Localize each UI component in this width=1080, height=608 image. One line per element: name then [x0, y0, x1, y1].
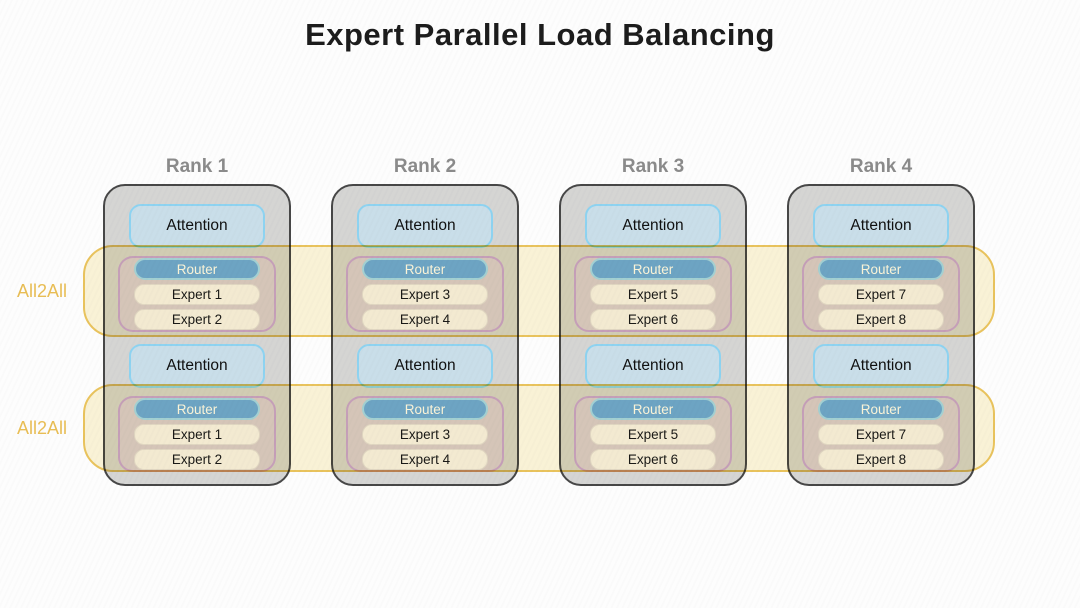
rank-label: Rank 3	[621, 156, 685, 177]
rank-label: Rank 2	[393, 156, 457, 177]
attention-block: Attention	[129, 344, 265, 388]
attention-block: Attention	[813, 344, 949, 388]
attention-block: Attention	[129, 204, 265, 248]
attention-block: Attention	[585, 204, 721, 248]
diagram-title: Expert Parallel Load Balancing	[305, 17, 775, 52]
all2all-label: All2All	[16, 281, 68, 301]
rank-label: Rank 1	[165, 156, 229, 177]
attention-block: Attention	[357, 344, 493, 388]
attention-block: Attention	[813, 204, 949, 248]
all2all-band	[83, 245, 995, 337]
rank-label: Rank 4	[849, 156, 913, 177]
all2all-label: All2All	[16, 418, 68, 438]
attention-block: Attention	[357, 204, 493, 248]
attention-block: Attention	[585, 344, 721, 388]
all2all-band	[83, 384, 995, 472]
